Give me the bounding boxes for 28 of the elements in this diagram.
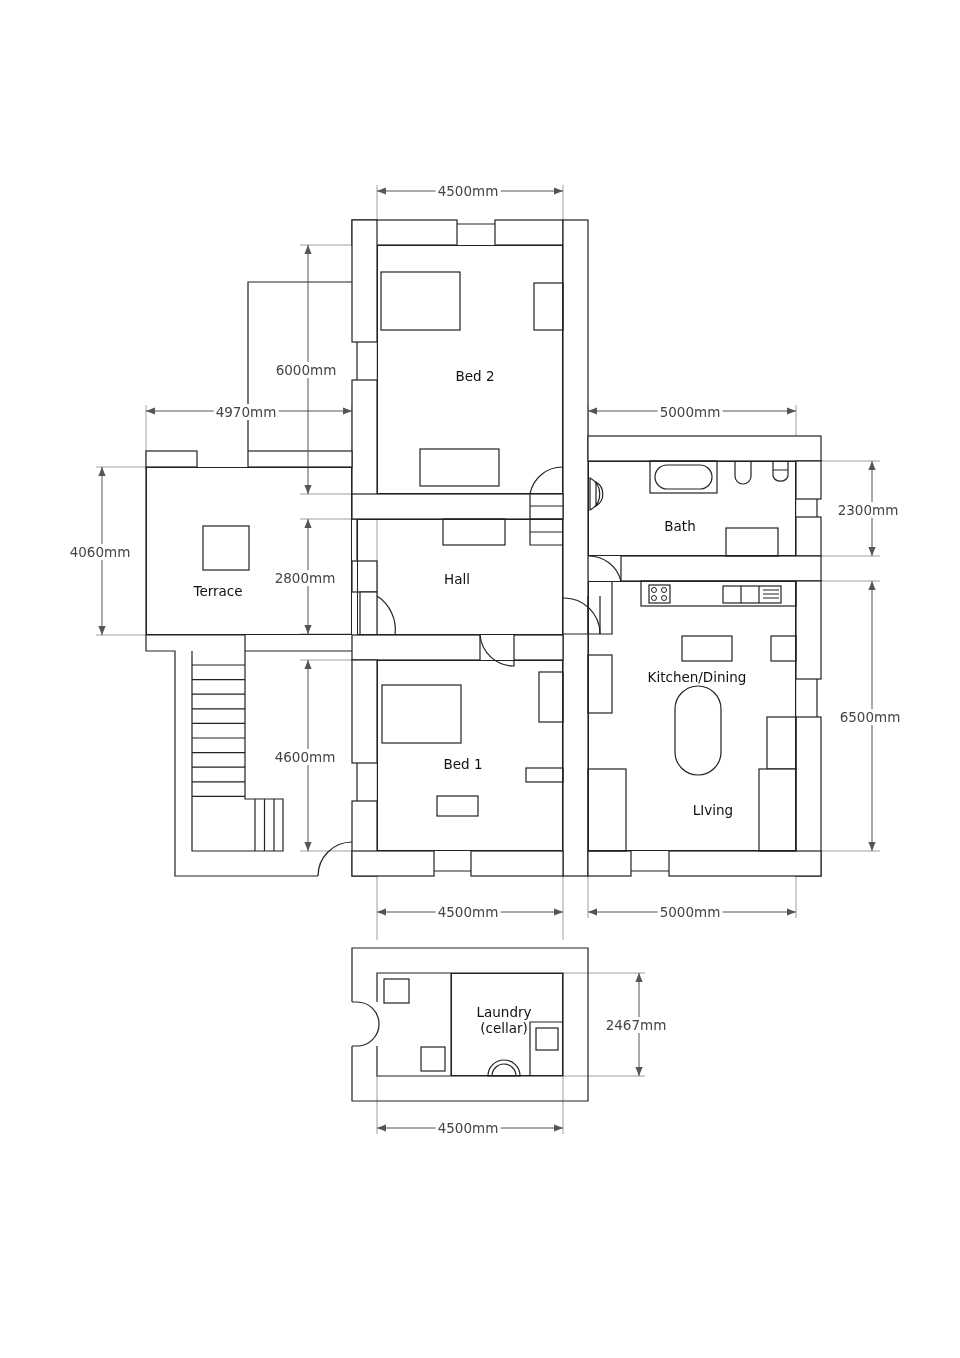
dimension-label: 2467mm — [603, 1017, 669, 1033]
dimension-label: 5000mm — [657, 404, 723, 420]
room-outline — [377, 660, 563, 851]
room-label: Kitchen/Dining — [647, 669, 747, 685]
room-label: Bed 2 — [455, 368, 495, 384]
room-label: Bath — [664, 518, 696, 534]
room-outline — [451, 973, 563, 1076]
room-label: LIving — [692, 802, 734, 818]
room-label: Terrace — [193, 583, 243, 599]
dimension-label: 4060mm — [67, 544, 133, 560]
room-outline — [588, 581, 796, 851]
dimension-label: 5000mm — [657, 904, 723, 920]
room-outline — [146, 467, 352, 635]
dimension-label: 4500mm — [435, 1120, 501, 1136]
dimension-label: 4500mm — [435, 904, 501, 920]
room-outline — [377, 245, 563, 494]
dimension-label: 2800mm — [272, 570, 338, 586]
dimension-label: 4600mm — [272, 749, 338, 765]
room-outline — [357, 519, 563, 635]
room-label: Laundry (cellar) — [475, 1004, 533, 1036]
room-label: Bed 1 — [443, 756, 483, 772]
room-label: Hall — [444, 571, 470, 587]
dimension-label: 4970mm — [213, 404, 279, 420]
dimension-label: 4500mm — [435, 183, 501, 199]
room-outline — [588, 461, 796, 556]
dimension-label: 2300mm — [835, 502, 901, 518]
dimension-label: 6000mm — [273, 362, 339, 378]
dimension-label: 6500mm — [837, 709, 903, 725]
